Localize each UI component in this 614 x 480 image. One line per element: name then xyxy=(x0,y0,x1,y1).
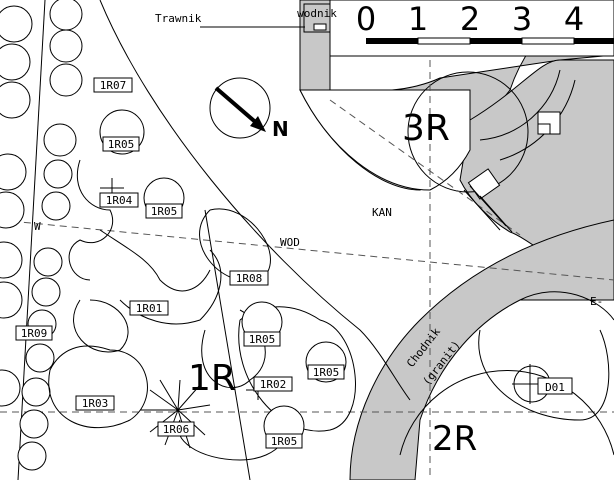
curve-line xyxy=(399,370,614,456)
w-label: W xyxy=(34,220,41,233)
north-label: N xyxy=(272,117,289,141)
arrows xyxy=(463,168,513,233)
kan-label: KAN xyxy=(372,206,392,219)
plant-label: 1R05 xyxy=(313,366,340,379)
utility-line-kan xyxy=(329,99,521,236)
plant-label: 1R03 xyxy=(82,397,109,410)
tree-row xyxy=(0,0,83,480)
plant-label: 1R01 xyxy=(136,302,163,315)
scale-label-4: 4 xyxy=(564,0,584,38)
scale-label-1: 1 xyxy=(408,0,428,38)
scale-label-3: 3 xyxy=(512,0,532,38)
lawn-area xyxy=(299,89,471,191)
stair-arc xyxy=(479,69,561,141)
paving xyxy=(299,0,614,480)
wod-label: WOD xyxy=(280,236,300,249)
lawn-edge xyxy=(99,0,411,401)
bed-boundary xyxy=(204,209,251,480)
zone-2r-label: 2R xyxy=(432,419,477,459)
plant-label: 1R05 xyxy=(151,205,178,218)
legend-text: wodnik xyxy=(297,7,337,20)
zone-1r-label: 1R xyxy=(188,358,236,399)
plant-label: 1R02 xyxy=(260,378,287,391)
plant-label: 1R05 xyxy=(271,435,298,448)
plant-label: D01 xyxy=(545,381,565,394)
plant-label: 1R07 xyxy=(100,79,127,92)
stairs-icon xyxy=(537,111,561,135)
plant-label: 1R09 xyxy=(21,327,48,340)
scale-label-0: 0 xyxy=(356,0,376,38)
shrub-masses xyxy=(48,159,614,461)
plant-label: 1R05 xyxy=(108,138,135,151)
utility-line-wod xyxy=(0,219,614,281)
north-arrow-icon xyxy=(209,77,271,139)
plant-labels: 1R07 1R05 1R04 1R05 1R08 1R01 1R05 1R09 … xyxy=(15,77,573,449)
e-label: E- xyxy=(590,295,603,308)
scale-bar: 0 1 2 3 4 xyxy=(329,0,614,57)
plant-label: 1R05 xyxy=(249,333,276,346)
hydrant-icon xyxy=(313,23,327,31)
curve-line xyxy=(407,71,529,193)
plant-label: 1R04 xyxy=(106,194,133,207)
trawnik-label: Trawnik xyxy=(155,12,202,25)
plant-label: 1R06 xyxy=(163,423,190,436)
zone-3r-label: 3R xyxy=(402,108,450,149)
scale-label-2: 2 xyxy=(460,0,480,38)
plant-label: 1R08 xyxy=(236,272,263,285)
